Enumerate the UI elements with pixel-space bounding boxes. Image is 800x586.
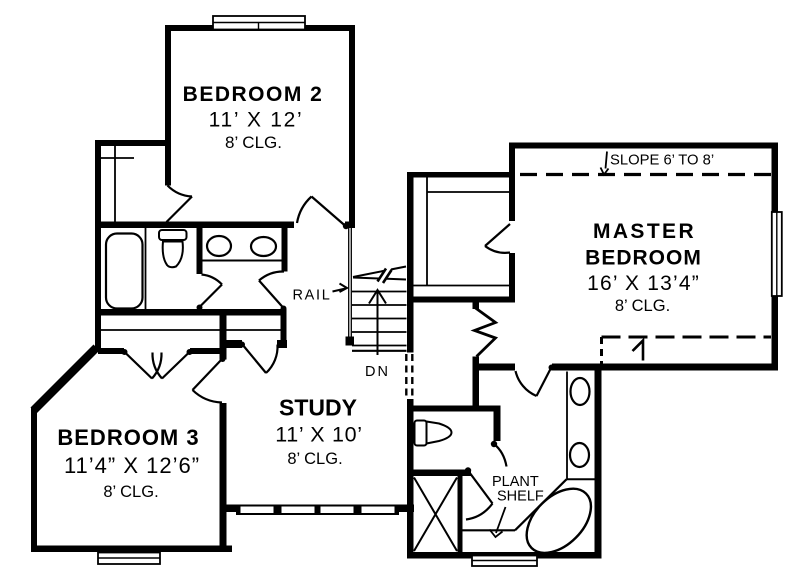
svg-text:8’ CLG.: 8’ CLG.: [225, 133, 282, 152]
svg-text:BEDROOM 3: BEDROOM 3: [57, 425, 199, 450]
svg-text:11’ X 10’: 11’ X 10’: [275, 423, 363, 447]
svg-text:RAIL: RAIL: [293, 288, 332, 304]
svg-text:16’ X 13’4”: 16’ X 13’4”: [587, 272, 700, 295]
svg-text:SLOPE 6’ TO 8’: SLOPE 6’ TO 8’: [610, 153, 714, 169]
svg-text:8’ CLG.: 8’ CLG.: [103, 483, 158, 501]
svg-text:11’4” X 12’6”: 11’4” X 12’6”: [64, 453, 200, 478]
svg-text:11’ X 12’: 11’ X 12’: [209, 109, 304, 132]
svg-text:8’ CLG.: 8’ CLG.: [287, 450, 342, 468]
svg-text:SHELF: SHELF: [497, 489, 544, 505]
svg-text:PLANT: PLANT: [492, 474, 539, 490]
svg-text:MASTER: MASTER: [593, 220, 696, 243]
svg-text:BEDROOM: BEDROOM: [585, 247, 702, 270]
svg-text:8’ CLG.: 8’ CLG.: [615, 297, 670, 315]
svg-text:BEDROOM 2: BEDROOM 2: [183, 83, 324, 106]
svg-text:STUDY: STUDY: [279, 395, 357, 421]
svg-text:DN: DN: [365, 364, 390, 380]
